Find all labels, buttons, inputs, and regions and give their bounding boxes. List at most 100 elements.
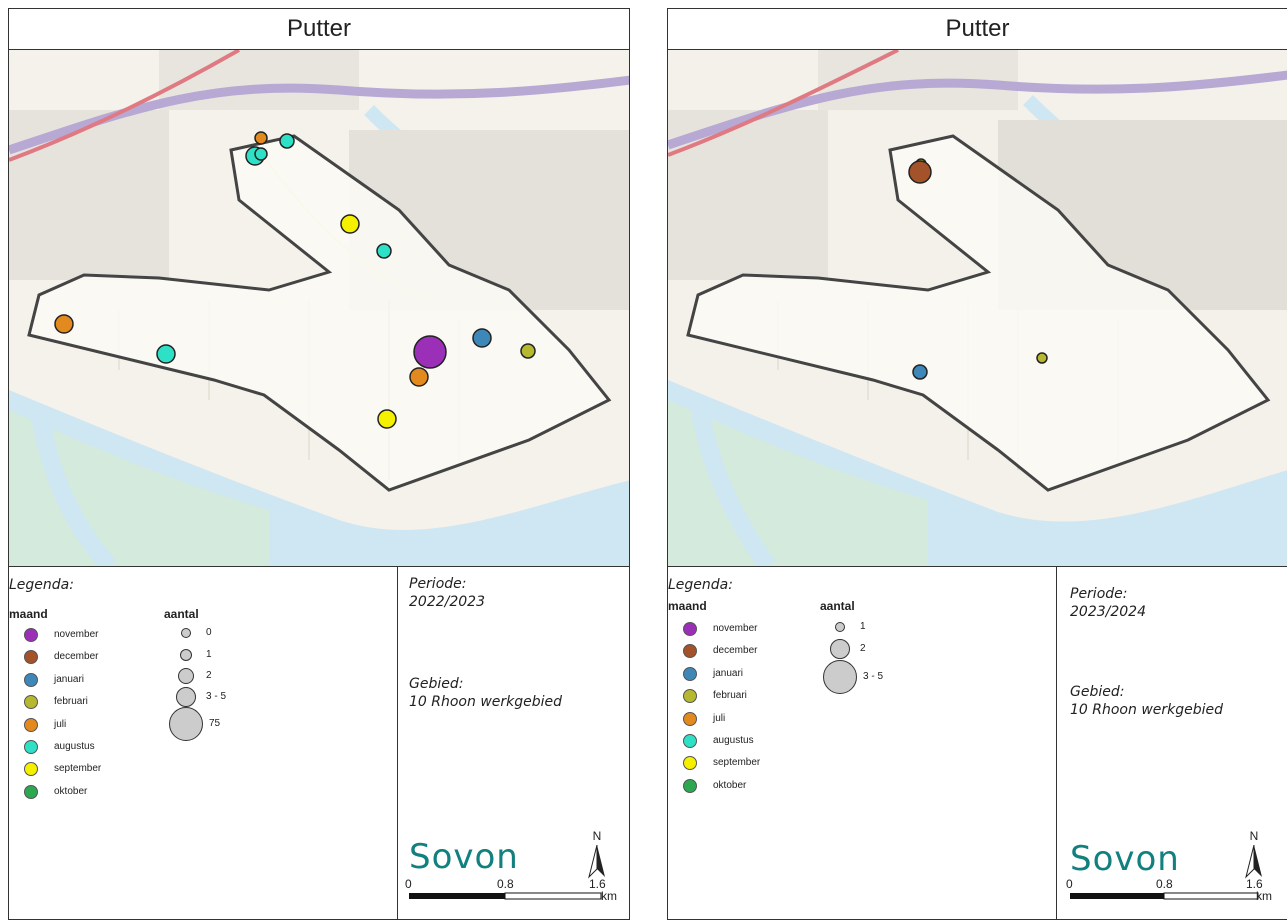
area-label: Gebied: — [409, 676, 464, 692]
observation-point-augustus[interactable] — [156, 344, 176, 364]
scale-tick-0: 0 — [405, 877, 412, 891]
legend-label: januari — [713, 667, 744, 679]
legend-swatch — [683, 666, 697, 681]
scale-tick-1: 0.8 — [497, 877, 514, 891]
legend-swatch — [24, 784, 38, 799]
legend-swatch — [683, 778, 697, 793]
legend-label: februari — [54, 696, 88, 708]
sovon-logo: Sovon — [409, 837, 519, 877]
north-arrow: N — [587, 829, 607, 879]
legend-swatch — [683, 622, 697, 636]
size-circle — [169, 707, 203, 741]
scale-bar: 0 0.8 1.6 km — [405, 877, 617, 917]
map-canvas[interactable] — [9, 50, 629, 566]
size-circle — [180, 649, 192, 661]
area-value: 10 Rhoon werkgebied — [409, 694, 563, 710]
legend-label: augustus — [713, 735, 754, 746]
legend-swatch — [24, 717, 38, 732]
size-label: 1 — [860, 621, 866, 632]
period-label: Periode: — [1070, 586, 1128, 602]
scale-tick-0: 0 — [1066, 877, 1073, 891]
size-circle — [830, 639, 850, 659]
legend-swatch — [683, 734, 697, 748]
legend-count-header: aantal — [820, 599, 855, 613]
observation-point-december[interactable] — [908, 160, 932, 184]
north-label: N — [592, 829, 602, 843]
size-circle — [835, 622, 845, 632]
legend-month-header: maand — [668, 599, 707, 613]
scale-tick-2: 1.6 — [1246, 877, 1263, 891]
period-value: 2022/2023 — [409, 594, 485, 610]
observation-point-juli[interactable] — [54, 314, 74, 334]
legend-swatch — [24, 740, 38, 754]
scale-bar: 0 0.8 1.6 km — [1066, 877, 1272, 917]
period-value: 2023/2024 — [1070, 604, 1146, 620]
size-label: 0 — [206, 627, 212, 638]
legend-label: februari — [713, 690, 747, 702]
legend-label: januari — [54, 673, 85, 685]
map-area[interactable] — [668, 50, 1287, 567]
legend-swatch — [683, 689, 697, 704]
north-label: N — [1249, 829, 1259, 843]
info-box: Periode: 2022/2023 Gebied: 10 Rhoon werk… — [397, 567, 629, 919]
scale-unit: km — [1256, 889, 1272, 903]
legend-swatch — [683, 711, 697, 726]
legend-swatch — [24, 650, 38, 665]
observation-point-februari[interactable] — [520, 343, 536, 359]
observation-point-augustus[interactable] — [376, 243, 392, 259]
scale-tick-2: 1.6 — [589, 877, 606, 891]
legend-label: september — [713, 757, 761, 769]
observation-point-september[interactable] — [340, 214, 360, 234]
observation-point-november[interactable] — [413, 335, 447, 369]
legend-label: juli — [54, 718, 67, 730]
legend-label: november — [713, 623, 758, 634]
observation-point-augustus[interactable] — [254, 147, 268, 161]
map-panel-2022-2023: Putter Legenda: maand — [8, 8, 630, 920]
legend-count-header: aantal — [164, 607, 199, 621]
legend-swatch — [24, 628, 38, 642]
legend-swatch — [683, 644, 697, 659]
size-label: 2 — [860, 643, 866, 654]
legend-label: december — [54, 651, 99, 663]
size-label: 3 - 5 — [206, 691, 227, 702]
observation-point-juli[interactable] — [254, 131, 268, 145]
map-canvas[interactable] — [668, 50, 1287, 566]
size-label: 75 — [209, 718, 221, 729]
legend-label: juli — [713, 712, 726, 724]
observation-point-juli[interactable] — [409, 367, 429, 387]
size-label: 3 - 5 — [863, 671, 884, 682]
observation-point-januari[interactable] — [912, 364, 928, 380]
legend-swatch — [24, 695, 38, 710]
observation-point-augustus[interactable] — [279, 133, 295, 149]
size-circle — [181, 628, 191, 638]
observation-point-februari[interactable] — [1036, 352, 1048, 364]
scale-bar-graphic — [1070, 892, 1259, 900]
legend-label: augustus — [54, 741, 95, 752]
legend-swatch — [24, 762, 38, 777]
size-label: 2 — [206, 670, 212, 681]
legend-label: oktober — [54, 785, 88, 797]
legend-label: september — [54, 763, 102, 775]
scale-tick-1: 0.8 — [1156, 877, 1173, 891]
legend-label: november — [54, 629, 99, 640]
legend-month-header: maand — [9, 607, 48, 621]
area-value: 10 Rhoon werkgebied — [1070, 702, 1224, 718]
info-box: Periode: 2023/2024 Gebied: 10 Rhoon werk… — [1056, 567, 1287, 919]
sovon-logo: Sovon — [1070, 839, 1180, 879]
size-circle — [823, 660, 857, 694]
scale-bar-graphic — [409, 892, 602, 900]
legend-label: december — [713, 645, 758, 657]
map-area[interactable] — [9, 50, 629, 567]
legend-swatch — [683, 756, 697, 771]
size-label: 1 — [206, 649, 212, 660]
north-arrow: N — [1244, 829, 1264, 879]
size-circle — [176, 687, 196, 707]
observation-point-januari[interactable] — [472, 328, 492, 348]
observation-point-september[interactable] — [377, 409, 397, 429]
size-circle — [178, 668, 194, 684]
scale-unit: km — [601, 889, 617, 903]
map-title: Putter — [9, 9, 629, 50]
